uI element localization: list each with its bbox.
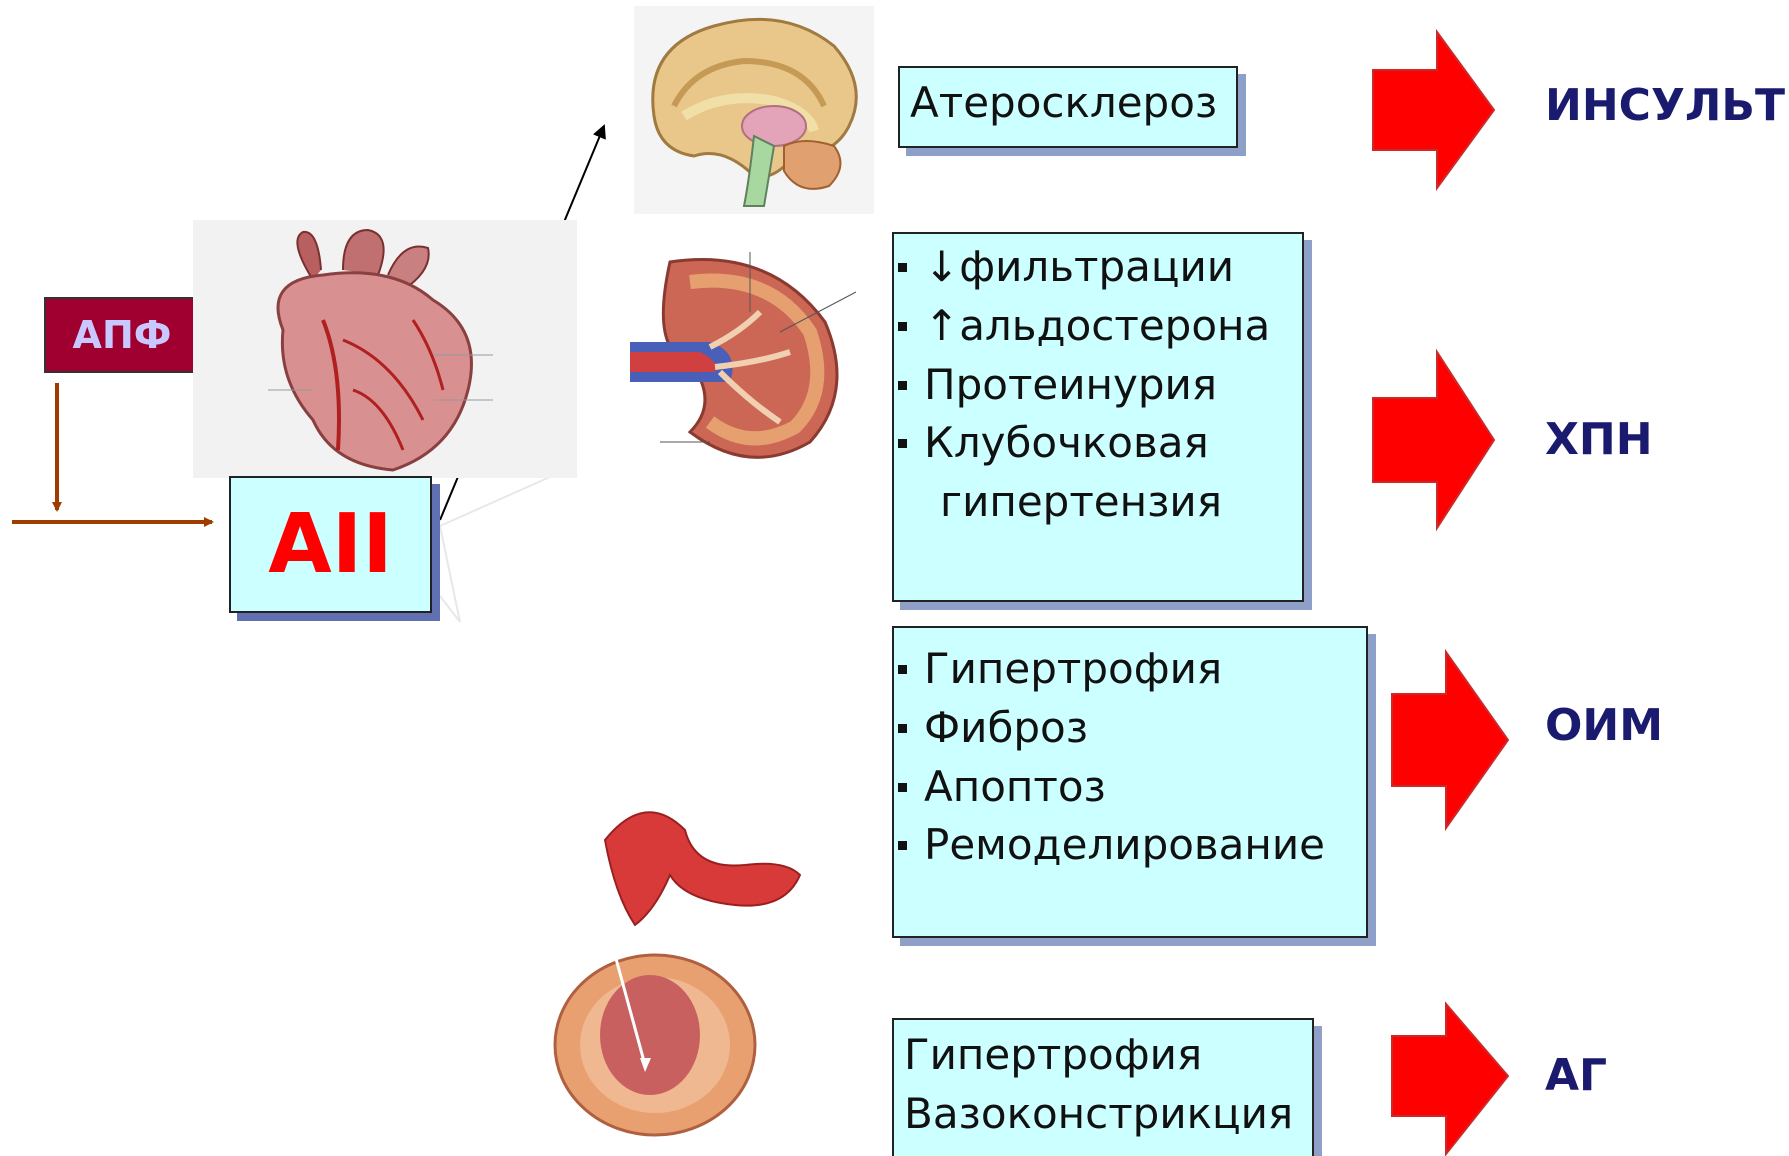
outcome-arrow-renal — [1373, 352, 1494, 528]
outcome-renal-label: ХПН — [1545, 414, 1653, 465]
outcome-arrow-hypertension — [1392, 1004, 1508, 1154]
outcome-arrow-mi — [1392, 652, 1508, 828]
outcome-mi-label: ОИМ — [1545, 700, 1663, 751]
outcome-arrow-stroke — [1373, 32, 1494, 188]
outcome-hypertension-label: АГ — [1545, 1050, 1607, 1101]
outcome-stroke-label: ИНСУЛЬТ — [1545, 80, 1785, 131]
